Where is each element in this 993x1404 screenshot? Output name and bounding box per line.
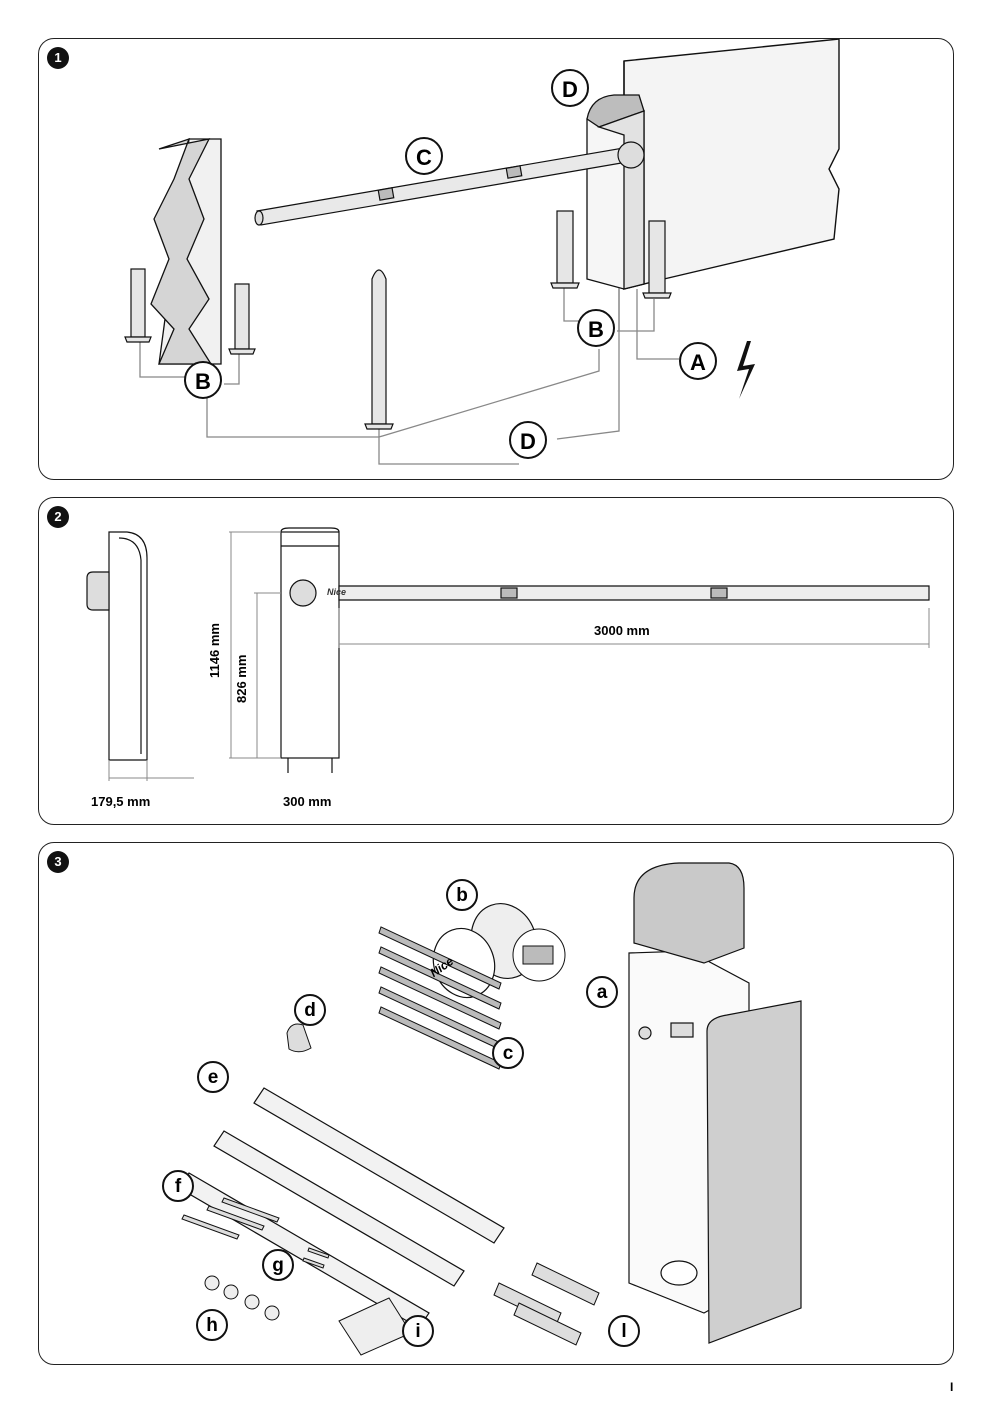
figure-3-panel: 3 b a d c e f g h i l Nice — [38, 842, 954, 1365]
label-d-bottom: D — [509, 421, 547, 459]
total-height-dim: 1146 mm — [207, 623, 222, 678]
label-b-photocells-left: B — [184, 361, 222, 399]
installation-overview-drawing — [124, 39, 840, 465]
label-h: h — [196, 1309, 228, 1341]
label-e: e — [197, 1061, 229, 1093]
label-c-boom: C — [405, 137, 443, 175]
label-g: g — [262, 1249, 294, 1281]
label-b-photocells-right: B — [577, 309, 615, 347]
label-i: i — [402, 1315, 434, 1347]
figure-number: 2 — [47, 506, 69, 528]
power-supply-icon — [737, 341, 755, 399]
figure-number: 1 — [47, 47, 69, 69]
label-b: b — [446, 879, 478, 911]
arm-height-dim: 826 mm — [234, 654, 249, 703]
package-contents-drawing — [178, 862, 802, 1356]
width-dim: 300 mm — [283, 794, 332, 809]
depth-dim: 179,5 mm — [91, 794, 151, 809]
figure-2-panel: 2 Nice 3000 mm 1146 mm 826 mm 179,5 mm 3… — [38, 497, 954, 825]
figure-number: 3 — [47, 851, 69, 873]
brand-logo: Nice — [327, 587, 347, 597]
arm-length-dim: 3000 mm — [594, 623, 650, 638]
label-d: d — [294, 994, 326, 1026]
figure-1-panel: 1 C D B B A D — [38, 38, 954, 480]
label-a-power: A — [679, 342, 717, 380]
label-a: a — [586, 976, 618, 1008]
page-marker: I — [950, 1380, 954, 1394]
dimensions-drawing — [86, 527, 930, 781]
label-d-barrier: D — [551, 69, 589, 107]
label-f: f — [162, 1170, 194, 1202]
label-l: l — [608, 1315, 640, 1347]
label-c: c — [492, 1037, 524, 1069]
